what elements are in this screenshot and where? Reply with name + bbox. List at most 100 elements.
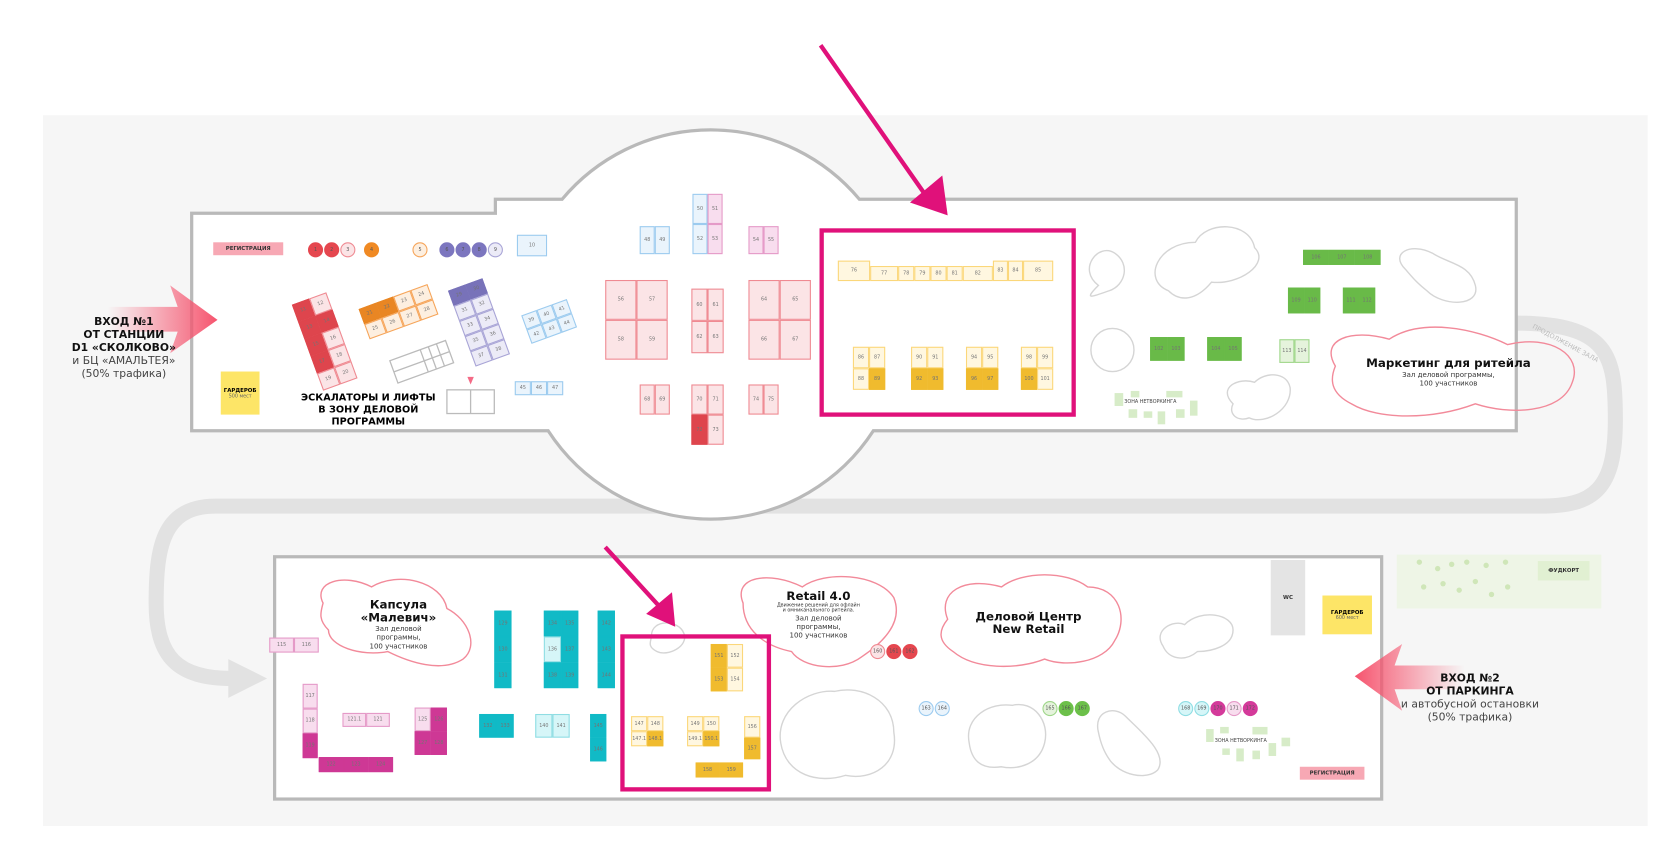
booth-133: 133 <box>496 713 514 738</box>
booth-99: 99 <box>1037 346 1054 369</box>
booth-78: 78 <box>898 265 915 282</box>
hall-title: New Retail <box>992 622 1065 637</box>
booth-83: 83 <box>992 260 1008 282</box>
booth-105: 105 <box>1224 337 1242 361</box>
booth-89: 89 <box>869 368 886 390</box>
booth-106: 106 <box>1303 249 1329 265</box>
booth-117: 117 <box>302 683 318 709</box>
upper-hall <box>190 128 1518 521</box>
escalators-label-line2: В ЗОНУ ДЕЛОВОЙ ПРОГРАММЫ <box>318 404 419 428</box>
booth-150.1: 150.1 <box>703 731 720 747</box>
booth-77: 77 <box>870 265 899 282</box>
booth-90: 90 <box>911 346 928 369</box>
booth-121.1: 121.1 <box>342 712 367 727</box>
entrance1-label: ВХОД №1 ОТ СТАНЦИИ D1 «СКОЛКОВО» и БЦ «А… <box>54 317 194 382</box>
booth-118: 118 <box>302 708 318 734</box>
booth-142: 142 <box>597 610 615 637</box>
hall-sub: 100 участников <box>789 631 848 640</box>
booth-circle-171: 171 <box>1226 701 1242 717</box>
booth-45: 45 <box>514 381 531 396</box>
booth-138: 138 <box>543 662 562 689</box>
booth-135: 135 <box>561 610 579 637</box>
retail-hall: Retail 4.0 Движение решений для офлайн и… <box>759 590 877 640</box>
hall-sub: 100 участников <box>1419 379 1478 388</box>
networking-label-top: ЗОНА НЕТВОРКИНГА <box>1124 399 1177 405</box>
business-center-outline <box>940 574 1122 668</box>
wardrobe-capacity: 600 мест <box>1335 615 1359 621</box>
booth-145: 145 <box>590 713 607 738</box>
booth-104: 104 <box>1207 337 1225 361</box>
booth-circle-169: 169 <box>1194 701 1210 717</box>
malevich-hall-outline <box>320 578 472 667</box>
hall-title: Деловой Центр <box>975 609 1082 624</box>
booth-143: 143 <box>597 636 615 663</box>
wardrobe-capacity: 500 мест <box>228 393 252 399</box>
booth-circle-5: 5 <box>412 242 428 258</box>
booth-121: 121 <box>366 712 390 727</box>
booth-48: 48 <box>639 226 655 255</box>
booth-58: 58 <box>605 319 637 360</box>
booth-131: 131 <box>494 662 512 689</box>
booth-109: 109 <box>1287 287 1305 314</box>
wardrobe-label: ГАРДЕРОБ <box>223 387 257 394</box>
wardrobe-top: ГАРДЕРОБ 500 мест <box>220 371 260 415</box>
booth-94: 94 <box>965 346 983 369</box>
booth-139: 139 <box>561 662 579 689</box>
entrance2-label: ВХОД №2 ОТ ПАРКИНГА и автобусной останов… <box>1389 673 1551 725</box>
hall-sub: Зал деловой программы, <box>1402 370 1495 380</box>
booth-113: 113 <box>1279 339 1295 363</box>
booth-59: 59 <box>636 319 668 360</box>
entrance1-title: ОТ СТАНЦИИ <box>83 329 165 342</box>
booth-103: 103 <box>1167 337 1185 361</box>
booth-81: 81 <box>946 265 963 282</box>
booth-80: 80 <box>930 265 947 282</box>
booth-134: 134 <box>543 610 562 637</box>
booth-128: 128 <box>430 731 447 755</box>
entrance2-title: ОТ ПАРКИНГА <box>1426 685 1514 698</box>
entrance1-title: ВХОД №1 <box>94 316 154 329</box>
booth-circle-168: 168 <box>1178 701 1194 717</box>
booth-65: 65 <box>779 279 811 320</box>
booth-73: 73 <box>707 414 724 445</box>
booth-101: 101 <box>1037 368 1054 390</box>
hall-desc: Движение решений для офлайн <box>777 603 860 609</box>
hall-title: Капсула <box>369 597 428 612</box>
arrow-top-icon <box>909 175 948 216</box>
arrow-bottom-icon <box>646 592 676 627</box>
entrance1-traffic: (50% трафика) <box>81 368 167 381</box>
booth-circle-164: 164 <box>934 701 950 717</box>
booth-circle-167: 167 <box>1074 701 1090 717</box>
booth-circle-162: 162 <box>902 643 918 660</box>
booth-47: 47 <box>547 381 564 396</box>
booth-88: 88 <box>852 368 870 390</box>
entrance1-arrow-icon <box>107 285 218 354</box>
booth-126: 126 <box>430 707 447 732</box>
booth-circle-6: 6 <box>439 242 455 258</box>
booth-159: 159 <box>719 762 744 778</box>
booth-circle-8: 8 <box>471 242 487 258</box>
hall-sub: Зал деловой <box>375 624 422 634</box>
booth-60: 60 <box>691 288 708 321</box>
booth-149: 149 <box>687 716 704 732</box>
booth-114: 114 <box>1294 339 1310 363</box>
booth-62: 62 <box>691 320 708 354</box>
booth-85: 85 <box>1023 260 1054 282</box>
entrance2-title: ВХОД №2 <box>1440 673 1500 685</box>
booth-66: 66 <box>748 319 780 360</box>
booth-111: 111 <box>1342 287 1360 314</box>
booth-92: 92 <box>911 368 928 390</box>
escalators-label-line1: ЭСКАЛАТОРЫ И ЛИФТЫ <box>301 393 436 404</box>
booth-71: 71 <box>707 384 724 415</box>
booth-150: 150 <box>703 716 720 732</box>
booth-97: 97 <box>982 368 999 390</box>
booth-132: 132 <box>479 713 497 738</box>
booth-140: 140 <box>535 713 553 738</box>
booth-112: 112 <box>1359 287 1376 314</box>
booth-68: 68 <box>639 384 655 415</box>
booth-110: 110 <box>1304 287 1321 314</box>
hall-title: Маркетинг для ритейла <box>1366 356 1531 371</box>
booth-156: 156 <box>744 716 761 738</box>
booth-100: 100 <box>1020 368 1038 390</box>
booth-102: 102 <box>1150 337 1168 361</box>
